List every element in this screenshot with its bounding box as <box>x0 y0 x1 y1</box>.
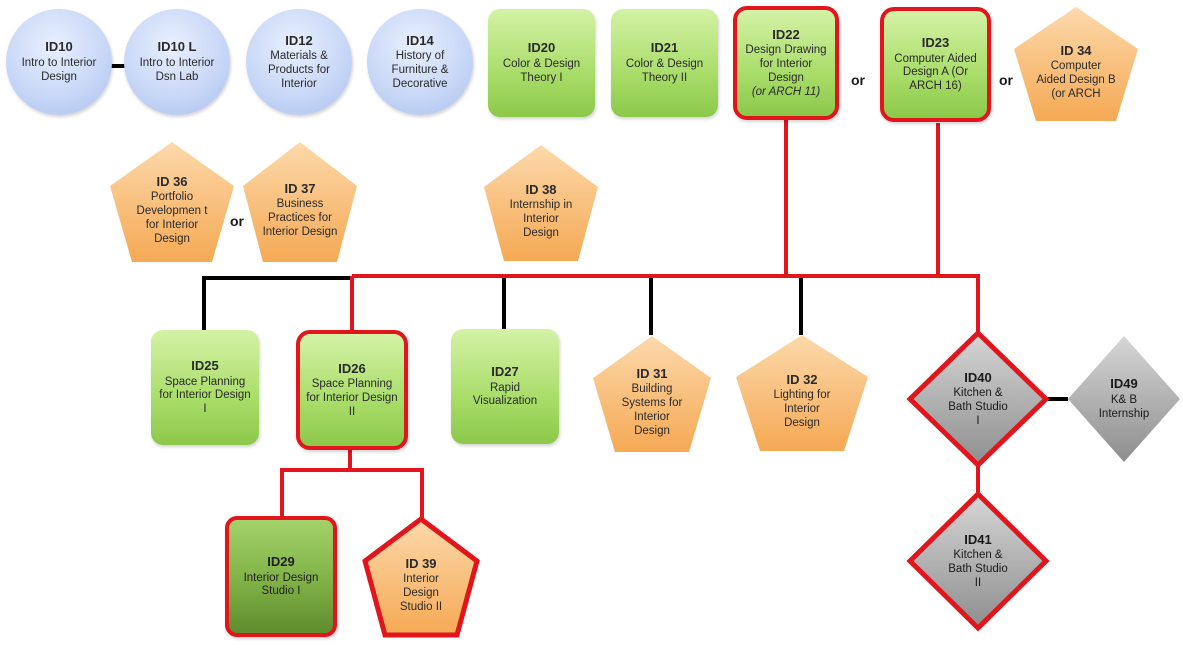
course-id12[interactable]: ID12 Materials & Products for Interior <box>246 9 352 115</box>
course-name: Computer Aided Design B (or ARCH <box>1036 60 1116 100</box>
course-id32[interactable]: ID 32 Lighting for Interior Design <box>734 333 870 453</box>
course-id23[interactable]: ID23 Computer Aided Design A (Or ARCH 16… <box>880 7 991 122</box>
course-name: Business Practices for Interior Design <box>262 198 338 238</box>
or-label-1: or <box>851 72 865 88</box>
course-id22[interactable]: ID22 Design Drawing for Interior Design … <box>733 6 839 120</box>
course-code: ID25 <box>191 358 219 373</box>
course-id27[interactable]: ID27 Rapid Visualization <box>451 329 559 444</box>
course-id36[interactable]: ID 36 Portfolio Developmen t for Interio… <box>108 140 236 264</box>
diamond-shape <box>906 329 1050 469</box>
course-name: Intro to Interior Dsn Lab <box>139 57 215 83</box>
course-code: ID 32 <box>786 371 818 387</box>
course-id25[interactable]: ID25 Space Planning for Interior Design … <box>151 330 259 445</box>
course-name: History of Furniture & Decorative <box>391 50 449 90</box>
course-code: ID29 <box>267 553 295 569</box>
or-label-2: or <box>999 72 1013 88</box>
course-id21[interactable]: ID21 Color & Design Theory II <box>611 9 718 117</box>
pentagon-shape <box>484 145 598 261</box>
course-code: ID20 <box>527 40 556 56</box>
course-id49[interactable]: ID49 K& B Internship <box>1066 334 1182 464</box>
course-id40[interactable]: ID40 Kitchen & Bath Studio I <box>906 329 1050 469</box>
course-name: Internship in Interior Design <box>509 199 573 239</box>
pentagon-shape <box>593 336 711 452</box>
course-name: Portfolio Developmen t for Interior Desi… <box>136 191 208 245</box>
course-code: ID 36 <box>156 173 188 189</box>
course-name: Space Planning for Interior Design II <box>306 378 398 418</box>
course-name: Kitchen & Bath Studio II <box>948 549 1008 589</box>
course-name: Kitchen & Bath Studio I <box>948 387 1008 427</box>
course-code: ID 34 <box>1060 42 1092 58</box>
course-name: Design Drawing for Interior Design <box>745 44 827 84</box>
course-name: Lighting for Interior Design <box>773 389 831 429</box>
pentagon-shape <box>1014 7 1138 121</box>
course-name: Computer Aided Design A (Or ARCH 16) <box>894 52 977 93</box>
course-name: Interior Design Studio I <box>243 571 319 598</box>
course-name: Space Planning for Interior Design I <box>159 375 251 416</box>
pentagon-shape <box>736 335 868 451</box>
course-id41[interactable]: ID41 Kitchen & Bath Studio II <box>906 490 1050 632</box>
diamond-shape <box>1068 336 1180 462</box>
pentagon-shape <box>362 515 480 638</box>
course-code: ID23 <box>921 35 950 50</box>
course-code: ID 37 <box>284 180 316 196</box>
pentagon-shape <box>110 142 234 262</box>
course-code: ID 31 <box>636 365 668 381</box>
course-id20[interactable]: ID20 Color & Design Theory I <box>488 9 595 117</box>
course-code: ID10 L <box>157 39 197 55</box>
course-code: ID26 <box>338 360 366 376</box>
course-note: (or ARCH 11) <box>751 85 821 98</box>
pentagon-shape <box>243 142 357 262</box>
course-code: ID14 <box>406 32 434 48</box>
course-id39[interactable]: ID 39 Interior Design Studio II <box>361 515 481 639</box>
course-name: K& B Internship <box>1098 394 1150 420</box>
course-code: ID49 <box>1110 376 1138 392</box>
course-id14[interactable]: ID14 History of Furniture & Decorative <box>367 9 473 115</box>
course-name: Interior Design Studio II <box>399 573 443 613</box>
course-code: ID40 <box>964 369 992 385</box>
course-code: ID27 <box>491 363 519 379</box>
course-name: Materials & Products for Interior <box>268 50 330 90</box>
course-code: ID22 <box>772 26 800 42</box>
course-name: Intro to Interior Design <box>21 57 97 83</box>
course-name: Rapid Visualization <box>472 381 538 408</box>
course-id38[interactable]: ID 38 Internship in Interior Design <box>482 143 600 263</box>
course-id29[interactable]: ID29 Interior Design Studio I <box>225 516 337 637</box>
course-name: Color & Design Theory II <box>625 58 704 84</box>
course-code: ID10 <box>45 39 73 55</box>
course-code: ID12 <box>285 32 313 48</box>
course-id10l[interactable]: ID10 L Intro to Interior Dsn Lab <box>124 9 230 115</box>
course-code: ID 39 <box>405 555 437 571</box>
diamond-shape <box>906 490 1050 632</box>
course-id31[interactable]: ID 31 Building Systems for Interior Desi… <box>591 334 713 454</box>
course-code: ID41 <box>964 531 992 547</box>
course-id10[interactable]: ID10 Intro to Interior Design <box>6 9 112 115</box>
course-id26[interactable]: ID26 Space Planning for Interior Design … <box>296 330 408 450</box>
course-id37[interactable]: ID 37 Business Practices for Interior De… <box>241 140 359 264</box>
course-id34[interactable]: ID 34 Computer Aided Design B (or ARCH <box>1012 5 1140 123</box>
course-name: Color & Design Theory I <box>502 58 581 84</box>
course-code: ID21 <box>650 40 679 56</box>
or-label-3: or <box>230 213 244 229</box>
course-name: Building Systems for Interior Design <box>621 383 683 437</box>
course-code: ID 38 <box>525 181 557 197</box>
